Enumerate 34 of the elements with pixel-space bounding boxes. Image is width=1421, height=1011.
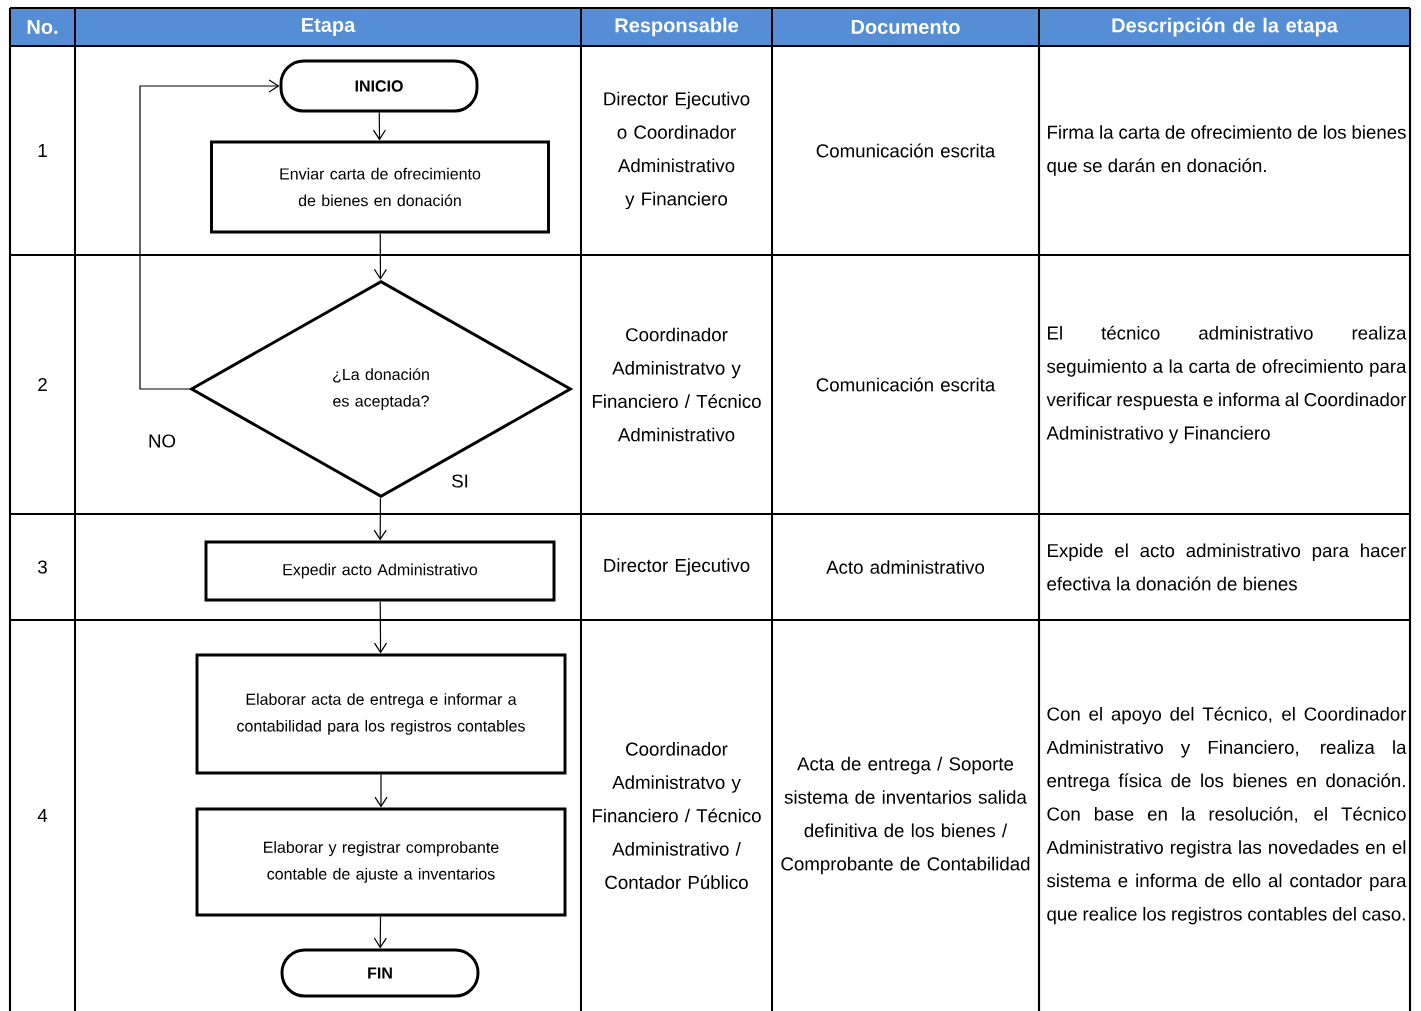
cell-text: Coordinador Administratvo y Financiero / Técnico Administrativo / Contador Público [592,742,761,890]
edge-label: NO [146,433,178,449]
arrow [373,232,387,280]
step-number: 3 [38,560,47,574]
step-number: 2 [38,378,47,391]
header-cell: No. [11,9,74,45]
arrow [373,497,387,541]
arrow [374,773,388,808]
description-text: El técnico administrativo realiza seguimiento a la carta de ofrecimiento para verificar respuesta e informa al Coordinador Administrativo y Financiero [1046,325,1407,444]
description-text: Expide el acto administrativo para hacer efectiva la donación de bienes [1047,543,1407,591]
arrow [373,915,387,949]
cell-text: Director Ejecutivo o Coordinador Administrativo y Financiero [604,91,750,210]
arrow [372,111,387,141]
cell-text: Coordinador Administratvo y Financiero / Técnico Administrativo [592,327,761,442]
cell-text: Acta de entrega / Soporte sistema de inventarios salida definitiva de los bienes / Comprobante de Contabilidad [781,756,1030,875]
cell-text: Comunicación escrita [816,377,996,392]
process-box: Elaborar y registrar comprobante contable de ajuste a inventarios [195,807,567,917]
cell-text: Acto administrativo [826,560,985,574]
cell-text: Comunicación escrita [816,143,996,158]
process-box: Expedir acto Administrativo [204,540,556,602]
header-cell: Etapa [76,9,580,45]
header-cell: Responsable [582,9,771,45]
description-text: Con el apoyo del Técnico, el Coordinador Administrativo y Financiero, realiza la entrega física de los bienes en donación. Con base en la resolución, el Técnico Administrativo registra las novedades en el sistema e informa de ello al contador para que realice los registros contables del caso. [1046,706,1407,925]
description-text: Firma la carta de ofrecimiento de los bienes que se darán en donación. [1047,125,1406,176]
edge-label: SI [449,473,471,489]
step-number: 1 [38,144,47,157]
arrow [373,600,388,654]
process-box: Enviar carta de ofrecimiento de bienes en donación [210,140,550,234]
arrow [139,79,280,390]
header-cell: Descripción de la etapa [1040,9,1409,45]
process-box: Elaborar acta de entrega e informar a contabilidad para los registros contables [195,653,567,775]
cell-text: Director Ejecutivo [604,558,750,576]
step-number: 4 [37,809,48,822]
header-cell: Documento [773,9,1038,45]
